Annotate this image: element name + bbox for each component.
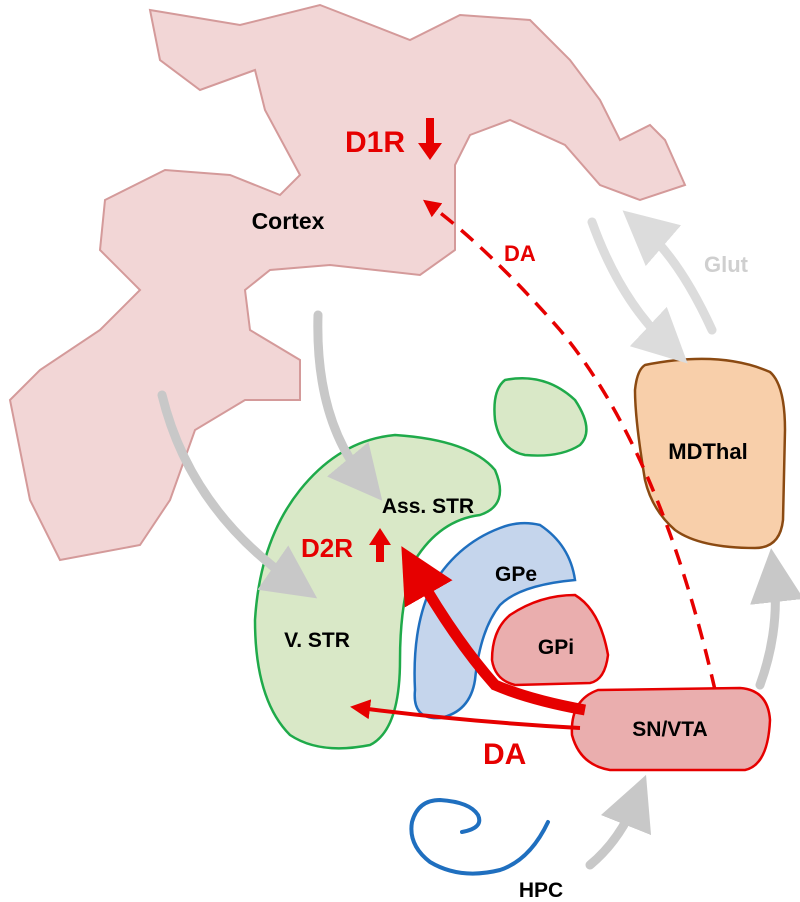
v-str-label: V. STR — [284, 629, 350, 652]
hpc-to-snvta-arrow — [585, 774, 652, 870]
mdthal-region — [633, 357, 787, 550]
gpi-label: GPi — [538, 636, 574, 659]
cortex-to-ass-str-arrow — [313, 310, 383, 501]
da-cortex-label: DA — [504, 241, 536, 266]
cortex-label: Cortex — [252, 208, 325, 234]
cortex-region — [8, 3, 687, 562]
mdthal-label: MDThal — [668, 439, 747, 464]
da-to-v-str-arrow — [350, 699, 581, 730]
hpc-label: HPC — [519, 879, 563, 902]
ass-str-label: Ass. STR — [382, 495, 474, 518]
hpc-shape — [409, 797, 550, 876]
snvta-to-mdthal-arrow — [750, 548, 800, 690]
da-striatum-label: DA — [483, 738, 526, 771]
d2r-up-arrow-icon — [369, 528, 391, 562]
da-to-ass-str-thick-arrow — [401, 546, 586, 716]
cortex-to-mdthal-glut-arrow — [587, 217, 688, 364]
cortex-to-v-str-arrow — [157, 390, 318, 599]
mdthal-to-cortex-glut-arrow — [622, 210, 717, 335]
sn-vta-label: SN/VTA — [632, 718, 707, 741]
small-striatal-blob — [493, 376, 588, 457]
d1r-down-arrow-icon — [418, 118, 442, 160]
glut-label: Glut — [704, 252, 749, 277]
d1r-label: D1R — [345, 126, 405, 159]
gpi-region — [490, 593, 610, 687]
gpe-label: GPe — [495, 563, 537, 586]
sn-vta-region — [570, 686, 772, 772]
striatum-region — [253, 433, 502, 750]
d2r-label: D2R — [301, 533, 353, 563]
